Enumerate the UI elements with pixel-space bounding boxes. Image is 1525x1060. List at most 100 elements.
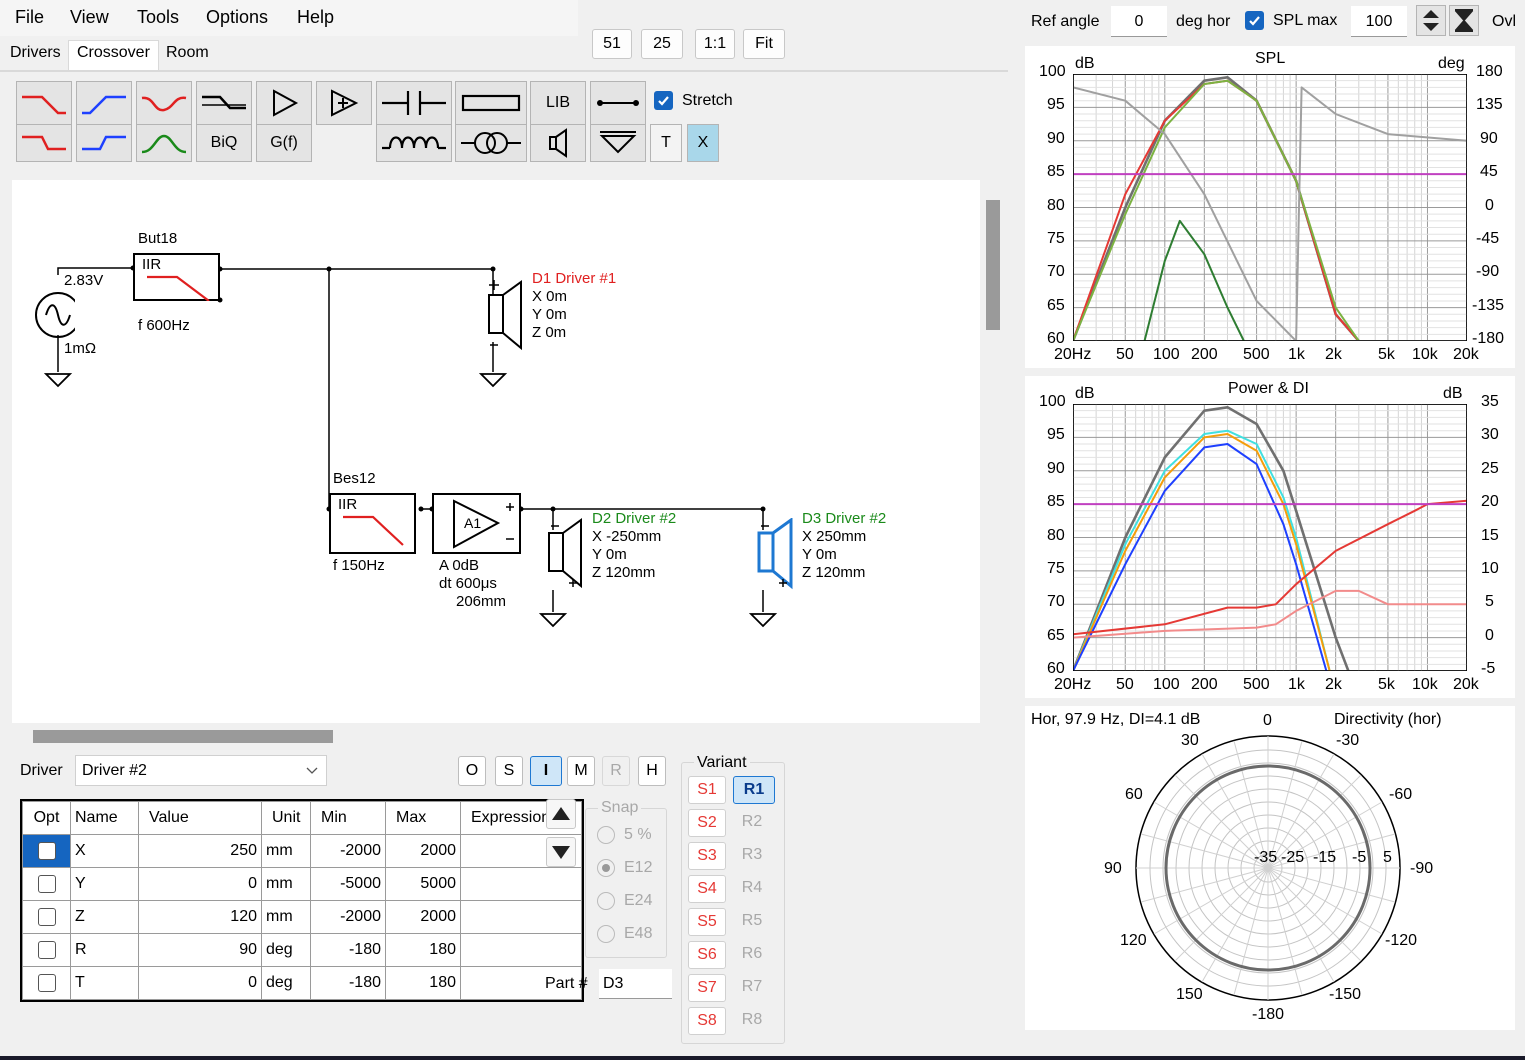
wire-tool-button[interactable]: [590, 81, 646, 125]
transfer-function-button[interactable]: G(f): [256, 124, 312, 162]
row-max[interactable]: 180: [385, 966, 461, 1000]
mode-o-button[interactable]: O: [458, 756, 486, 786]
variant-s5-button[interactable]: S5: [688, 908, 726, 936]
mode-h-button[interactable]: H: [638, 756, 666, 786]
menu-view[interactable]: View: [70, 7, 109, 27]
filter2-block[interactable]: IIR: [329, 493, 416, 554]
lowpass-2-tool-button[interactable]: [16, 124, 72, 162]
ground-tool-button[interactable]: [590, 124, 646, 162]
variant-r5-button[interactable]: R5: [741, 912, 763, 929]
biquad-button[interactable]: BiQ: [196, 124, 252, 162]
snap-e12-radio[interactable]: E12: [597, 859, 652, 877]
stretch-checkbox[interactable]: Stretch: [654, 91, 733, 110]
mode-i-button[interactable]: I: [530, 756, 562, 786]
opt-checkbox[interactable]: [37, 841, 56, 860]
table-row[interactable]: Z 120 mm -2000 2000: [22, 900, 582, 934]
row-min[interactable]: -5000: [310, 867, 386, 901]
variant-r4-button[interactable]: R4: [741, 879, 763, 896]
row-max[interactable]: 180: [385, 933, 461, 967]
shelf-tool-button[interactable]: [196, 81, 252, 125]
opt-checkbox-cell[interactable]: [22, 867, 71, 901]
menu-options[interactable]: Options: [206, 7, 269, 27]
highpass-2-tool-button[interactable]: [76, 124, 132, 162]
speaker-tool-button[interactable]: [530, 124, 586, 162]
variant-r7-button[interactable]: R7: [741, 978, 763, 995]
text-tool-button[interactable]: T: [650, 124, 682, 162]
mode-s-button[interactable]: S: [495, 756, 523, 786]
tab-drivers[interactable]: Drivers: [10, 44, 61, 61]
row-min[interactable]: -180: [310, 966, 386, 1000]
opt-checkbox-cell[interactable]: [22, 966, 71, 1000]
highpass-tool-button[interactable]: [76, 81, 132, 125]
variant-s6-button[interactable]: S6: [688, 941, 726, 969]
row-value[interactable]: 0: [138, 867, 262, 901]
menu-file[interactable]: File: [15, 7, 45, 27]
filter1-block[interactable]: IIR: [133, 253, 220, 301]
spl-max-checkbox[interactable]: SPL max: [1245, 11, 1337, 30]
spl-max-input[interactable]: 100: [1351, 6, 1407, 37]
canvas-vertical-scrollbar[interactable]: [986, 200, 1000, 330]
move-up-button[interactable]: [546, 799, 576, 829]
table-row[interactable]: T 0 deg -180 180: [22, 966, 582, 1000]
spl-updown-button[interactable]: [1416, 5, 1446, 36]
variant-r6-button[interactable]: R6: [741, 945, 763, 962]
canvas-horizontal-scrollbar[interactable]: [33, 730, 333, 743]
spl-plot-area[interactable]: [1073, 74, 1467, 341]
polar-plot[interactable]: [1025, 706, 1515, 1030]
schematic-canvas[interactable]: 2.83V 1mΩ But18 IIR f 600Hz D1 Driver #1…: [12, 180, 980, 723]
variant-r2-button[interactable]: R2: [741, 813, 763, 830]
row-max[interactable]: 2000: [385, 900, 461, 934]
variant-r8-button[interactable]: R8: [741, 1011, 763, 1028]
zoom-51-button[interactable]: 51: [592, 29, 632, 59]
delay-tool-button[interactable]: [316, 81, 372, 125]
table-row[interactable]: Y 0 mm -5000 5000: [22, 867, 582, 901]
transformer-tool-button[interactable]: [455, 124, 527, 162]
inductor-tool-button[interactable]: [376, 124, 452, 162]
variant-s7-button[interactable]: S7: [688, 974, 726, 1002]
ref-angle-input[interactable]: 0: [1111, 6, 1167, 37]
amp-block[interactable]: A1: [432, 493, 521, 554]
snap-e48-radio[interactable]: E48: [597, 925, 652, 943]
table-row[interactable]: X 250 mm -2000 2000: [22, 834, 582, 868]
variant-r1-button[interactable]: R1: [733, 776, 775, 804]
delete-tool-button[interactable]: X: [687, 124, 719, 162]
opt-checkbox[interactable]: [37, 940, 56, 959]
variant-s1-button[interactable]: S1: [688, 776, 726, 804]
row-max[interactable]: 5000: [385, 867, 461, 901]
variant-s8-button[interactable]: S8: [688, 1007, 726, 1035]
tab-crossover[interactable]: Crossover: [68, 40, 159, 72]
row-value[interactable]: 90: [138, 933, 262, 967]
menu-tools[interactable]: Tools: [137, 7, 180, 27]
row-expression[interactable]: [460, 900, 582, 934]
bandpass-tool-button[interactable]: [136, 124, 192, 162]
row-max[interactable]: 2000: [385, 834, 461, 868]
zoom-25-button[interactable]: 25: [641, 29, 683, 59]
snap-5pct-radio[interactable]: 5 %: [597, 826, 652, 844]
row-expression[interactable]: [460, 933, 582, 967]
move-down-button[interactable]: [546, 837, 576, 867]
tab-room[interactable]: Room: [166, 44, 209, 61]
opt-checkbox[interactable]: [37, 907, 56, 926]
mode-m-button[interactable]: M: [567, 756, 595, 786]
variant-s4-button[interactable]: S4: [688, 875, 726, 903]
part-input[interactable]: D3: [599, 969, 672, 999]
row-value[interactable]: 120: [138, 900, 262, 934]
mode-r-button[interactable]: R: [602, 756, 630, 786]
driver-select[interactable]: Driver #2: [75, 755, 327, 786]
opt-checkbox[interactable]: [37, 973, 56, 992]
fit-button[interactable]: Fit: [743, 29, 785, 59]
resistor-tool-button[interactable]: [455, 81, 527, 125]
lowpass-tool-button[interactable]: [16, 81, 72, 125]
row-min[interactable]: -180: [310, 933, 386, 967]
variant-r3-button[interactable]: R3: [741, 846, 763, 863]
opt-checkbox-cell[interactable]: [22, 933, 71, 967]
table-row[interactable]: R 90 deg -180 180: [22, 933, 582, 967]
variant-s3-button[interactable]: S3: [688, 842, 726, 870]
menu-help[interactable]: Help: [297, 7, 335, 27]
library-button[interactable]: LIB: [530, 81, 586, 125]
bandstop-tool-button[interactable]: [136, 81, 192, 125]
snap-e24-radio[interactable]: E24: [597, 892, 652, 910]
opt-checkbox-cell[interactable]: [22, 834, 71, 868]
power-plot-area[interactable]: [1073, 404, 1467, 671]
row-value[interactable]: 0: [138, 966, 262, 1000]
